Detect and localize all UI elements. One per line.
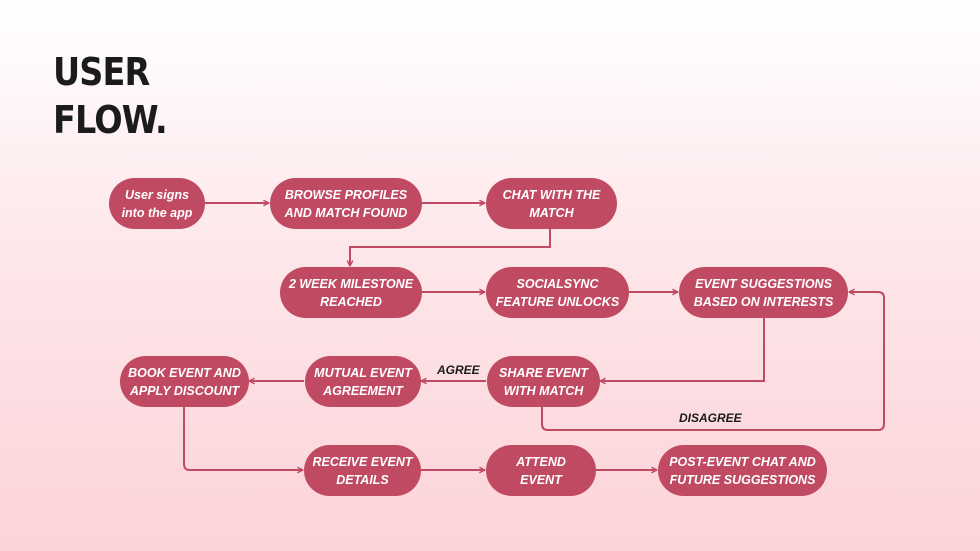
arrow-disagree-loop — [541, 292, 885, 431]
node-two-week-milestone[interactable]: 2 WEEK MILESTONE REACHED — [280, 267, 422, 318]
title-line-2: FLOW. — [53, 98, 168, 142]
page-title: USER FLOW. — [53, 48, 168, 144]
node-receive-details[interactable]: RECEIVE EVENT DETAILS — [304, 445, 421, 496]
node-chat-with-match[interactable]: CHAT WITH THE MATCH — [486, 178, 617, 229]
edge-label-disagree: DISAGREE — [679, 411, 742, 425]
edge-label-agree: AGREE — [437, 363, 480, 377]
arrow-book-to-receive — [183, 407, 303, 470]
arrow-suggestions-to-share — [600, 318, 765, 381]
node-post-event-chat[interactable]: POST-EVENT CHAT AND FUTURE SUGGESTIONS — [658, 445, 827, 496]
node-socialsync-unlocks[interactable]: SOCIALSYNC FEATURE UNLOCKS — [486, 267, 629, 318]
node-user-signs-in[interactable]: User signs into the app — [109, 178, 205, 229]
node-browse-profiles[interactable]: BROWSE PROFILES AND MATCH FOUND — [270, 178, 422, 229]
node-mutual-agreement[interactable]: MUTUAL EVENT AGREEMENT — [305, 356, 421, 407]
node-share-event[interactable]: SHARE EVENT WITH MATCH — [487, 356, 600, 407]
node-book-event[interactable]: BOOK EVENT AND APPLY DISCOUNT — [120, 356, 249, 407]
node-event-suggestions[interactable]: EVENT SUGGESTIONS BASED ON INTERESTS — [679, 267, 848, 318]
title-line-1: USER — [53, 50, 150, 94]
arrow-chat-to-milestone — [350, 229, 551, 266]
node-attend-event[interactable]: ATTEND EVENT — [486, 445, 596, 496]
